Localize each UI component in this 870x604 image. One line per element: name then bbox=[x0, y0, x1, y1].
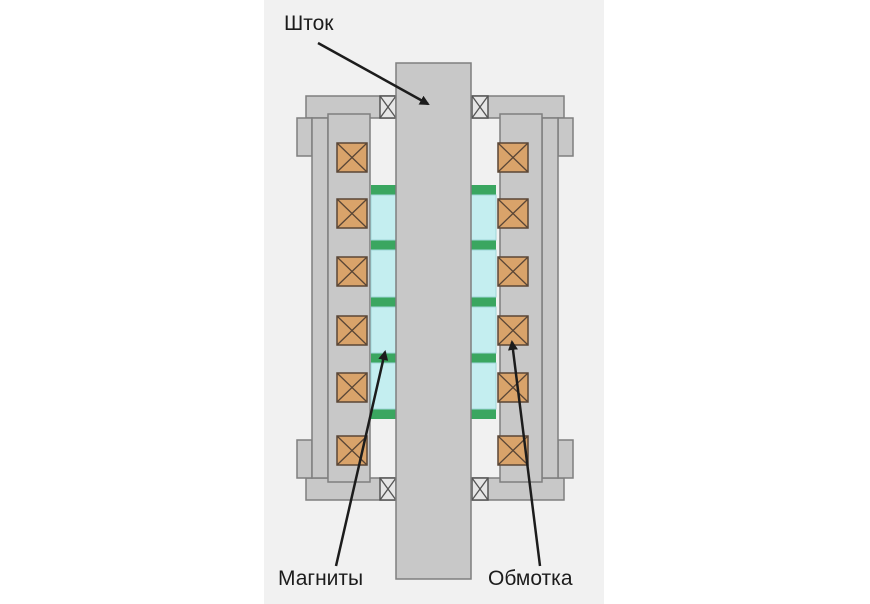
coil-left-3 bbox=[336, 256, 368, 287]
magnet-right-4 bbox=[470, 362, 497, 410]
coil-right-6 bbox=[497, 435, 529, 466]
magnet-right-2 bbox=[470, 249, 497, 298]
bearing-3 bbox=[379, 477, 397, 501]
winding-arrow bbox=[508, 340, 542, 567]
coil-right-2 bbox=[497, 198, 529, 229]
magnet-right-3 bbox=[470, 306, 497, 354]
magnet-spacer-left-5 bbox=[371, 409, 396, 419]
label-arrows bbox=[317, 41, 542, 567]
rod bbox=[395, 62, 472, 580]
magnets-arrow bbox=[334, 350, 389, 567]
magnet-spacer-left-1 bbox=[371, 185, 396, 195]
magnet-spacer-left-3 bbox=[371, 297, 396, 307]
coil-left-2 bbox=[336, 198, 368, 229]
magnet-left-3 bbox=[370, 306, 397, 354]
magnet-spacer-right-1 bbox=[471, 185, 496, 195]
rod-label: Шток bbox=[284, 12, 334, 35]
coil-left-5 bbox=[336, 372, 368, 403]
magnet-spacer-right-4 bbox=[471, 353, 496, 363]
magnet-spacer-right-5 bbox=[471, 409, 496, 419]
magnet-spacer-left-2 bbox=[371, 240, 396, 250]
rod-arrow bbox=[317, 41, 430, 106]
coil-right-3 bbox=[497, 256, 529, 287]
outer-housing bbox=[311, 117, 559, 479]
magnet-right-1 bbox=[470, 194, 497, 241]
coil-right-5 bbox=[497, 372, 529, 403]
magnets-label: Магниты bbox=[278, 567, 363, 590]
side-brackets bbox=[296, 117, 574, 479]
winding-coils bbox=[336, 142, 529, 466]
magnet-left-2 bbox=[370, 249, 397, 298]
winding-label: Обмотка bbox=[488, 567, 573, 590]
bearings bbox=[379, 95, 489, 501]
coil-left-4 bbox=[336, 315, 368, 346]
bearing-1 bbox=[379, 95, 397, 119]
magnet-left-1 bbox=[370, 194, 397, 241]
bearing-4 bbox=[471, 477, 489, 501]
coil-right-4 bbox=[497, 315, 529, 346]
magnet-spacer-right-3 bbox=[471, 297, 496, 307]
bearing-2 bbox=[471, 95, 489, 119]
magnet-spacer-right-2 bbox=[471, 240, 496, 250]
coil-left-1 bbox=[336, 142, 368, 173]
coil-right-1 bbox=[497, 142, 529, 173]
magnet-stack bbox=[370, 185, 497, 419]
